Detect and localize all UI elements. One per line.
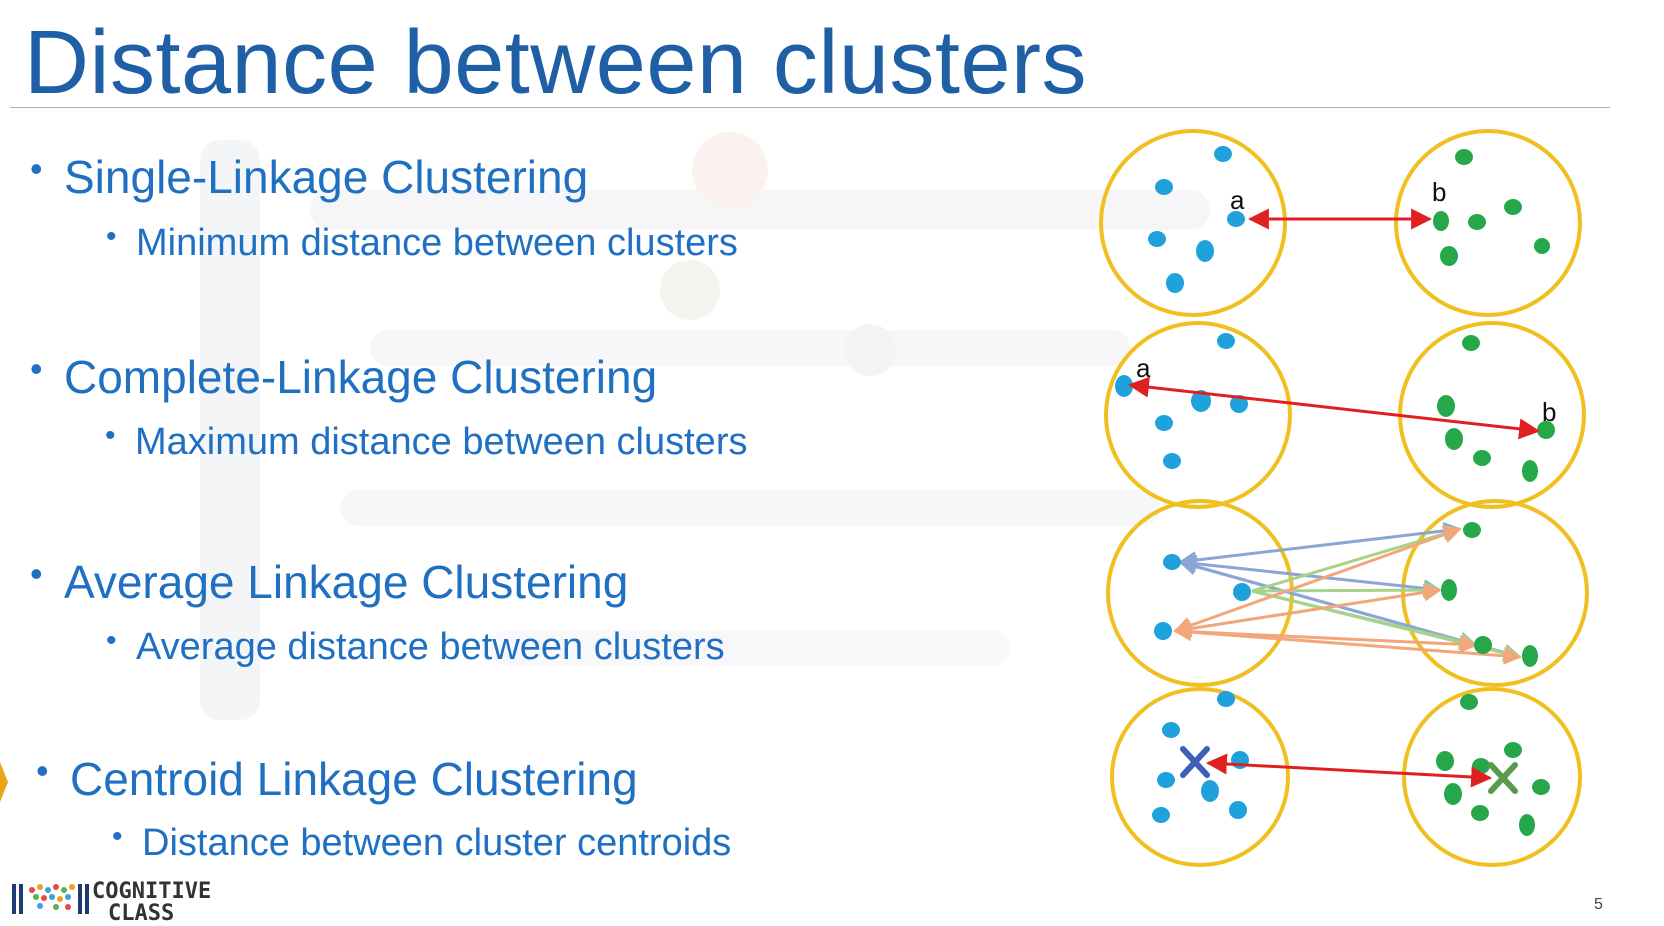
cognitive-class-logo [12, 884, 89, 914]
max-distance-arrow [1127, 376, 1541, 440]
point-b-label: b [1542, 397, 1556, 427]
linkage-diagram: a b a b [1099, 129, 1589, 867]
cluster-right-ring [1401, 499, 1589, 687]
point-a-label: a [1230, 185, 1245, 215]
left-cluster-points [1152, 691, 1249, 823]
pointer-marker [0, 762, 8, 802]
centroid-linkage-example [1110, 687, 1582, 867]
bullet-single-linkage-detail: Minimum distance between clusters [106, 220, 738, 265]
logo-line1: COGNITIVE [92, 879, 212, 904]
cluster-left-ring [1110, 687, 1290, 867]
pairwise-arrows [1173, 521, 1522, 665]
bullet-complete-linkage-detail: Maximum distance between clusters [105, 419, 748, 464]
cluster-left-ring [1104, 321, 1292, 509]
centroid-distance-arrow [1205, 753, 1493, 788]
cluster-right-ring [1394, 129, 1582, 317]
logo-line2: CLASS [108, 901, 175, 926]
cluster-left-ring [1099, 129, 1287, 317]
complete-linkage-example: a b [1104, 321, 1586, 509]
logo-wordmark: COGNITIVE CLASS [92, 879, 212, 925]
right-cluster-points [1433, 149, 1550, 266]
left-cluster-points [1148, 146, 1245, 293]
single-linkage-example: a b [1099, 129, 1582, 317]
slide-title: Distance between clusters [24, 13, 1088, 113]
point-b-label: b [1432, 177, 1446, 207]
bullet-single-linkage: Single-Linkage Clustering [30, 148, 588, 204]
right-cluster-points [1441, 522, 1538, 667]
average-linkage-example [1106, 499, 1589, 687]
bullet-centroid-linkage-detail: Distance between cluster centroids [112, 820, 731, 865]
point-a-label: a [1136, 353, 1151, 383]
left-centroid-marker [1180, 746, 1210, 778]
bullet-list: Single-Linkage Clustering Minimum distan… [0, 0, 1000, 900]
bullet-average-linkage-detail: Average distance between clusters [106, 624, 725, 669]
page-number: 5 [1594, 896, 1603, 913]
bullet-centroid-linkage: Centroid Linkage Clustering [36, 750, 638, 806]
title-divider [10, 107, 1610, 108]
left-cluster-points [1115, 333, 1248, 469]
cluster-right-ring [1402, 687, 1582, 867]
right-cluster-points [1437, 335, 1555, 482]
bullet-complete-linkage: Complete-Linkage Clustering [30, 348, 657, 404]
right-centroid-marker [1488, 762, 1518, 794]
left-cluster-points [1154, 554, 1251, 640]
bullet-average-linkage: Average Linkage Clustering [30, 553, 628, 609]
